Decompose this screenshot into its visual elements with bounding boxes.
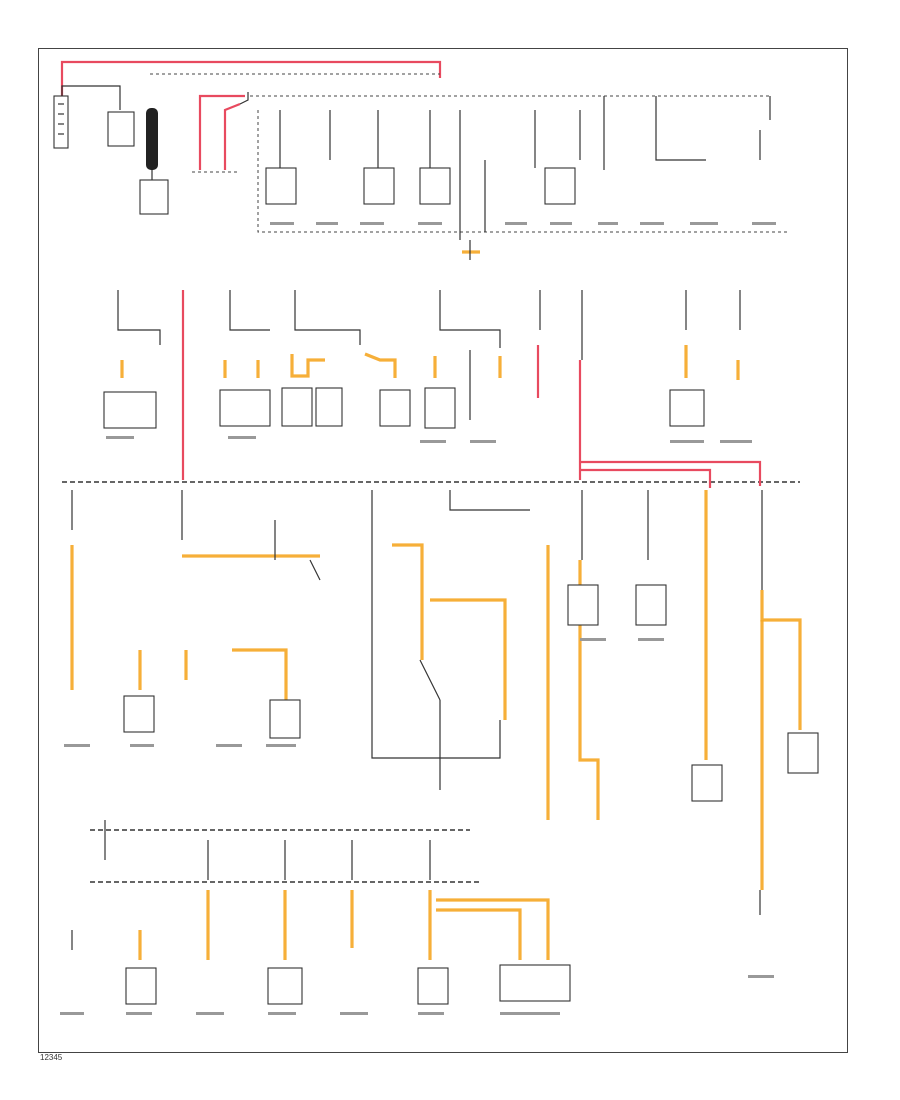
headlamp-switch-circuit [103, 290, 411, 480]
battery [53, 95, 69, 149]
label-marks [60, 222, 776, 1015]
diagram-code: 12345 [40, 1053, 63, 1062]
wiring-diagram-frame [38, 48, 848, 1053]
instrument-circuit [424, 290, 741, 480]
generator [139, 179, 169, 215]
starter [107, 111, 135, 147]
fusible-link [146, 108, 158, 170]
battery-cable [60, 60, 442, 98]
upper-fuse-block [265, 96, 771, 240]
lower-left-circuits [70, 490, 530, 790]
lower-right-circuits [546, 490, 819, 915]
bottom-circuits [71, 820, 571, 1005]
